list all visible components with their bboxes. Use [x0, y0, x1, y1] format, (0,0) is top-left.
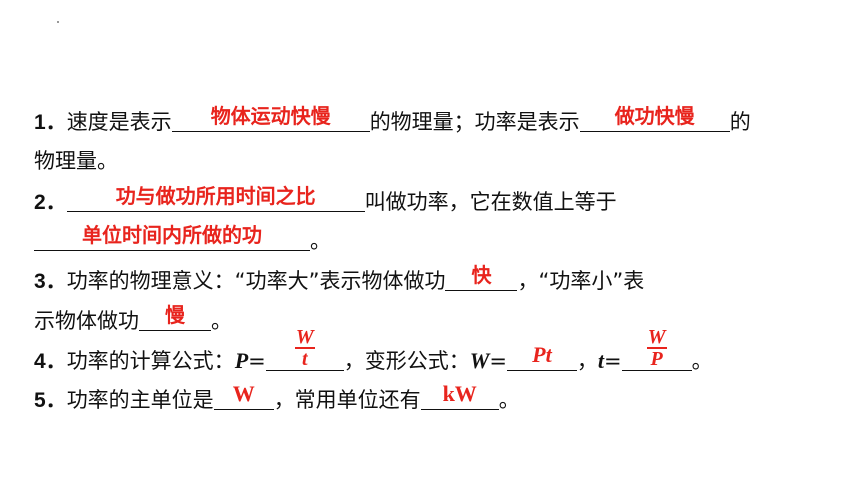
question-text: 的物理量；功率是表示	[369, 110, 580, 134]
question-number: 3．	[34, 270, 67, 293]
question-2-line-2: 单位时间内所做的功 。	[34, 222, 331, 258]
fraction-bar	[646, 347, 667, 349]
answer-text: 单位时间内所做的功	[82, 223, 262, 247]
question-5-line: 5．功率的主单位是 W ，常用单位还有 kW 。	[34, 381, 520, 417]
question-text: 叫做功率，它在数值上等于	[364, 190, 617, 214]
question-number: 2．	[34, 191, 67, 214]
decorative-dot	[57, 21, 59, 23]
answer-blank: kW	[420, 381, 499, 410]
question-1-line-2: 物理量。	[34, 143, 118, 179]
question-text: ，变形公式：	[343, 349, 470, 373]
fraction-denominator: t	[301, 348, 308, 370]
answer-text: kW	[442, 381, 477, 406]
question-text: ，常用单位还有	[273, 388, 421, 412]
answer-blank: 做功快慢	[579, 103, 730, 132]
question-text: ，	[576, 349, 598, 373]
equals-sign: =	[248, 349, 266, 373]
answer-blank: 快	[445, 262, 518, 291]
fraction-numerator: W	[295, 326, 314, 348]
equals-sign: =	[604, 349, 622, 373]
formula-symbol-t: t	[597, 348, 605, 373]
equals-sign: =	[489, 349, 507, 373]
question-text: 。	[310, 229, 331, 253]
question-number: 1．	[34, 111, 67, 134]
question-text: 功率的物理意义：“功率大”表示物体做功	[66, 269, 446, 293]
answer-blank: 功与做功所用时间之比	[66, 183, 365, 212]
question-text: 功率的主单位是	[66, 388, 214, 412]
answer-text: Pt	[532, 342, 552, 367]
answer-text: 做功快慢	[614, 104, 695, 128]
answer-blank: W	[213, 381, 274, 410]
answer-text: 功与做功所用时间之比	[115, 184, 316, 208]
question-text: ，“功率小”表	[517, 269, 645, 293]
question-number: 5．	[34, 389, 67, 412]
question-1-line-1: 1．速度是表示 物体运动快慢 的物理量；功率是表示 做功快慢 的	[34, 103, 751, 139]
question-text: 功率的计算公式：	[66, 349, 235, 373]
fraction-bar	[294, 347, 315, 349]
answer-text: W	[232, 381, 255, 406]
fraction-numerator: W	[647, 326, 666, 348]
formula-symbol-w: W	[469, 348, 490, 373]
question-text: 物理量。	[34, 149, 118, 173]
question-text: 。	[691, 349, 713, 373]
fraction-denominator: P	[650, 348, 663, 370]
answer-blank: 单位时间内所做的功	[34, 222, 310, 251]
answer-text: 快	[471, 263, 492, 287]
question-3-line-1: 3．功率的物理意义：“功率大”表示物体做功 快 ，“功率小”表	[34, 262, 644, 298]
question-text: 速度是表示	[66, 110, 172, 134]
answer-text: 慢	[165, 303, 185, 327]
question-text: 示物体做功	[34, 309, 139, 333]
answer-text: 物体运动快慢	[210, 104, 331, 128]
question-text: 。	[211, 309, 232, 333]
question-2-line-1: 2． 功与做功所用时间之比 叫做功率，它在数值上等于	[34, 183, 617, 219]
question-3-line-2: 示物体做功 慢 。	[34, 302, 232, 338]
question-text: 。	[498, 388, 520, 412]
question-number: 4．	[34, 350, 67, 373]
answer-blank: 慢	[139, 302, 211, 331]
answer-blank: Pt	[506, 342, 577, 371]
question-text: 的	[729, 110, 751, 134]
formula-symbol-p: P	[234, 348, 249, 373]
answer-blank: 物体运动快慢	[171, 103, 370, 132]
